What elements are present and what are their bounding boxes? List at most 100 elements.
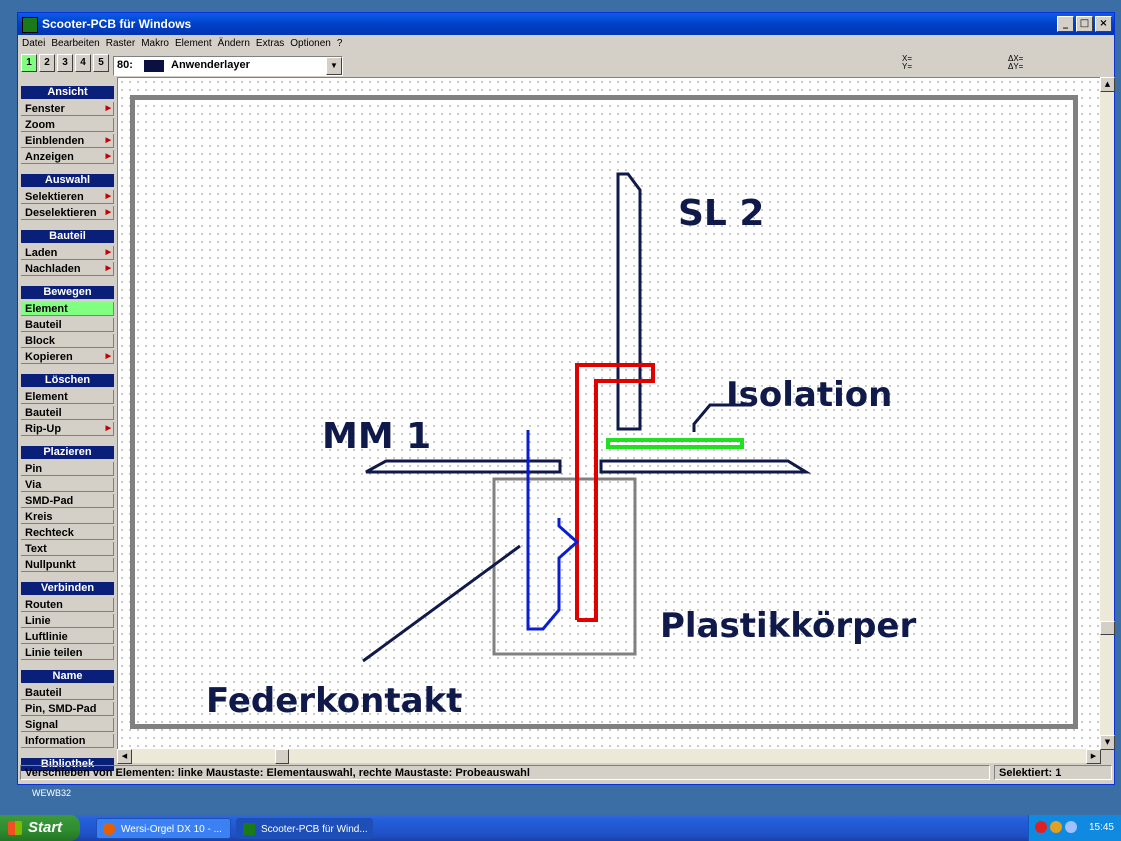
menu-optionen[interactable]: Optionen [290, 38, 331, 49]
scroll-left-button[interactable]: ◀ [117, 749, 132, 764]
menu-help[interactable]: ? [336, 38, 343, 49]
cmd-plazieren-kreis[interactable]: Kreis [21, 510, 114, 524]
desktop-icon-label[interactable]: WEWB32 [32, 788, 72, 798]
mm1-right-plate[interactable] [599, 459, 812, 474]
menu-bar: Datei Bearbeiten Raster Makro Element Ändern E… [18, 36, 1114, 52]
menu-makro[interactable]: Makro [141, 38, 169, 49]
scroll-down-button[interactable]: ▼ [1100, 735, 1115, 750]
group-header-verbinden: Verbinden [21, 582, 114, 595]
cmd-verbinden-linie[interactable]: Linie [21, 614, 114, 628]
blue-spring-path[interactable] [526, 430, 580, 631]
selection-count: Selektiert: 1 [994, 765, 1112, 780]
red-contact-path[interactable] [575, 363, 655, 622]
task-wersi-orgel[interactable]: Wersi-Orgel DX 10 - ... [96, 818, 231, 839]
cmd-ansicht-einblenden[interactable]: Einblenden ▶ [21, 134, 114, 148]
isolation-strip[interactable] [606, 438, 744, 449]
status-message: Verschieben von Elementen: linke Maustas… [20, 765, 990, 780]
close-button[interactable]: × [1095, 16, 1112, 32]
scooter-pcb-icon [243, 823, 255, 835]
group-header-bibliothek: Bibliothek [21, 758, 114, 771]
pcb-canvas[interactable]: SL 2 Isolation MM 1 Plastikkörper Federk… [117, 77, 1101, 751]
layer-select[interactable]: 80: Anwenderlayer ▼ [113, 56, 343, 76]
menu-aendern[interactable]: Ändern [217, 38, 250, 49]
layer-tab-2[interactable]: 2 [39, 54, 55, 72]
maximize-button[interactable]: □ [1076, 16, 1093, 32]
menu-bearbeiten[interactable]: Bearbeiten [51, 38, 100, 49]
chevron-down-icon[interactable]: ▼ [326, 57, 342, 75]
minimize-button[interactable]: _ [1057, 16, 1074, 32]
layer-tab-1[interactable]: 1 [21, 54, 37, 72]
submenu-arrow-icon: ▶ [105, 137, 111, 144]
cmd-bewegen-kopieren[interactable]: Kopieren▶ [21, 350, 114, 364]
submenu-arrow-icon: ▶ [105, 153, 111, 160]
cmd-bewegen-bauteil[interactable]: Bauteil [21, 318, 114, 332]
app-icon [22, 17, 38, 33]
task-scooter-pcb[interactable]: Scooter-PCB für Wind... [236, 818, 373, 839]
submenu-arrow-icon: ▶ [105, 209, 111, 216]
cmd-ansicht-fenster[interactable]: Fenster ▶ [21, 102, 114, 116]
label-federkontakt: Federkontakt [206, 681, 463, 721]
cmd-bewegen-element[interactable]: Element [21, 302, 114, 316]
cmd-bauteil-laden[interactable]: Laden▶ [21, 246, 114, 260]
cmd-plazieren-pin[interactable]: Pin [21, 462, 114, 476]
cmd-label: Rechteck [25, 527, 74, 539]
menu-datei[interactable]: Datei [22, 38, 46, 49]
mm1-left-plate[interactable] [365, 459, 562, 474]
start-button[interactable]: Start [0, 815, 80, 841]
cmd-label: Einblenden [25, 135, 85, 147]
horizontal-scrollbar[interactable]: ◀ ▶ [117, 749, 1101, 764]
app-window: Scooter-PCB für Windows _ □ × Datei Bearb… [17, 12, 1115, 785]
submenu-arrow-icon: ▶ [105, 105, 111, 112]
layer-tab-4[interactable]: 4 [75, 54, 91, 72]
menu-raster[interactable]: Raster [105, 38, 136, 49]
isolation-leader [692, 403, 752, 432]
title-bar[interactable]: Scooter-PCB für Windows _ □ × [18, 13, 1114, 35]
firefox-icon [103, 823, 115, 835]
sl2-pin-shape[interactable] [616, 172, 642, 431]
cmd-ansicht-anzeigen[interactable]: Anzeigen▶ [21, 150, 114, 164]
cmd-auswahl-selektieren[interactable]: Selektieren▶ [21, 190, 114, 204]
cmd-name-signal[interactable]: Signal [21, 718, 114, 732]
cmd-bewegen-block[interactable]: Block [21, 334, 114, 348]
cmd-plazieren-text[interactable]: Text [21, 542, 114, 556]
cmd-löschen-bauteil[interactable]: Bauteil [21, 406, 114, 420]
cmd-plazieren-via[interactable]: Via [21, 478, 114, 492]
cmd-plazieren-nullpunkt[interactable]: Nullpunkt [21, 558, 114, 572]
cmd-name-bauteil[interactable]: Bauteil [21, 686, 114, 700]
cmd-name-information[interactable]: Information [21, 734, 114, 748]
cmd-plazieren-rechteck[interactable]: Rechteck [21, 526, 114, 540]
cmd-ansicht-zoom[interactable]: Zoom [21, 118, 114, 132]
cmd-label: Element [25, 303, 68, 315]
scroll-right-button[interactable]: ▶ [1086, 749, 1101, 764]
group-header-bauteil: Bauteil [21, 230, 114, 243]
cmd-plazieren-smd-pad[interactable]: SMD-Pad [21, 494, 114, 508]
horizontal-scroll-thumb[interactable] [275, 749, 289, 764]
volume-tray-icon[interactable] [1065, 821, 1077, 833]
menu-extras[interactable]: Extras [255, 38, 285, 49]
plastic-body-outline[interactable] [492, 477, 637, 656]
cmd-label: Linie teilen [25, 647, 83, 659]
tray-clock: 15:45 [1088, 822, 1114, 833]
cmd-bauteil-nachladen[interactable]: Nachladen▶ [21, 262, 114, 276]
layer-tab-5[interactable]: 5 [93, 54, 109, 72]
network-tray-icon[interactable] [1050, 821, 1062, 833]
group-header-ansicht: Ansicht [21, 86, 114, 99]
cmd-auswahl-deselektieren[interactable]: Deselektieren▶ [21, 206, 114, 220]
label-isolation: Isolation [726, 375, 893, 415]
cmd-löschen-rip-up[interactable]: Rip-Up▶ [21, 422, 114, 436]
menu-element[interactable]: Element [174, 38, 212, 49]
cmd-label: Selektieren [25, 191, 84, 203]
cmd-label: Bauteil [25, 319, 62, 331]
vertical-scroll-thumb[interactable] [1100, 621, 1115, 635]
cmd-verbinden-routen[interactable]: Routen [21, 598, 114, 612]
antivirus-tray-icon[interactable] [1035, 821, 1047, 833]
cmd-löschen-element[interactable]: Element [21, 390, 114, 404]
cmd-verbinden-linie-teilen[interactable]: Linie teilen [21, 646, 114, 660]
group-header-auswahl: Auswahl [21, 174, 114, 187]
vertical-scrollbar[interactable]: ▲ ▼ [1100, 77, 1115, 750]
cmd-verbinden-luftlinie[interactable]: Luftlinie [21, 630, 114, 644]
scroll-up-button[interactable]: ▲ [1100, 77, 1115, 92]
cmd-label: Fenster [25, 103, 65, 115]
layer-tab-3[interactable]: 3 [57, 54, 73, 72]
cmd-name-pin-smd-pad[interactable]: Pin, SMD-Pad [21, 702, 114, 716]
